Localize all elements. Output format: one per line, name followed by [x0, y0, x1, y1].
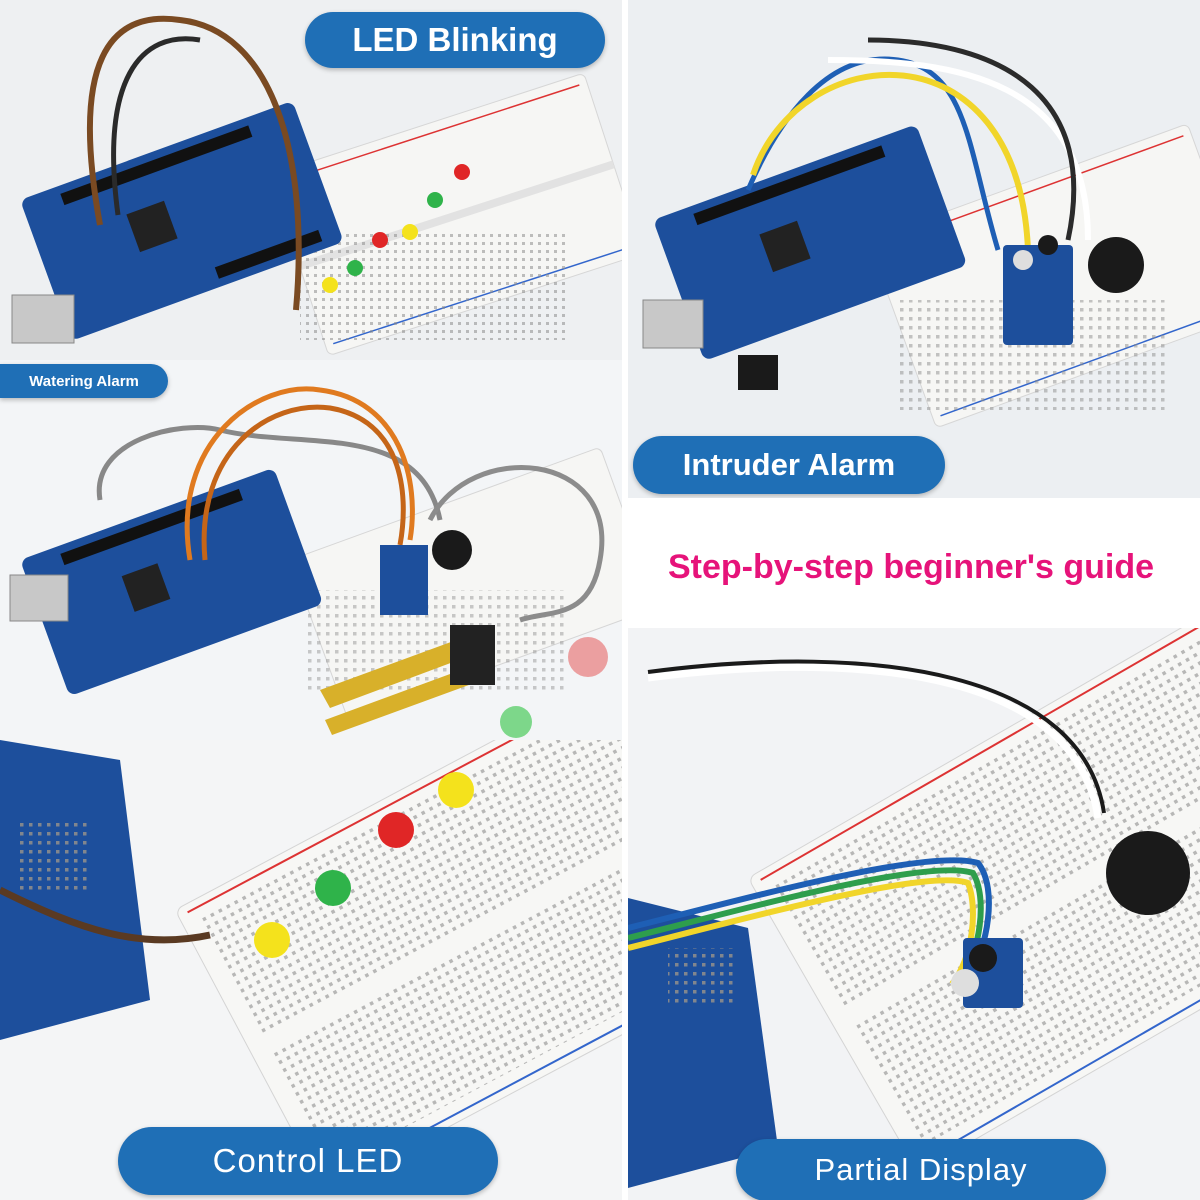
label-control-led: Control LED [118, 1127, 498, 1195]
leds [254, 772, 474, 958]
ir-sensor-module [1003, 245, 1073, 345]
arduino-board-edge [628, 898, 778, 1188]
panel-intruder-alarm: Intruder Alarm [628, 0, 1200, 498]
panel-control-led: Control LED [0, 740, 622, 1200]
label-intruder-alarm: Intruder Alarm [633, 436, 945, 494]
sensor-module [380, 545, 428, 615]
watering-alarm-illustration [0, 360, 622, 740]
breadboard [750, 628, 1200, 1171]
usb-connector [11, 294, 75, 344]
arduino-board [655, 126, 966, 359]
arduino-board [22, 469, 322, 695]
buzzer [432, 530, 472, 570]
leds [322, 164, 470, 293]
partial-display-illustration [628, 628, 1200, 1200]
usb-connector [642, 299, 704, 349]
headline-area: Step-by-step beginner's guide [628, 498, 1200, 628]
headline-text: Step-by-step beginner's guide [667, 548, 1155, 586]
panel-partial-display: Partial Display [628, 628, 1200, 1200]
panel-led-blinking: LED Blinking [0, 0, 622, 362]
label-watering-alarm: Watering Alarm [0, 364, 168, 398]
buzzer [1088, 237, 1144, 293]
control-led-illustration [0, 740, 622, 1200]
panel-watering-alarm: Watering Alarm [0, 360, 622, 740]
label-partial-display: Partial Display [736, 1139, 1106, 1200]
usb-connector [9, 574, 69, 622]
arduino-board-edge [0, 740, 150, 1040]
power-jack [738, 355, 778, 390]
breadboard-holes [300, 230, 570, 340]
breadboard [177, 740, 622, 1191]
arduino-board [22, 103, 342, 339]
buzzer [1106, 831, 1190, 915]
soil-moisture-probe [320, 625, 495, 735]
label-led-blinking: LED Blinking [305, 12, 605, 68]
intruder-alarm-illustration [628, 0, 1200, 498]
